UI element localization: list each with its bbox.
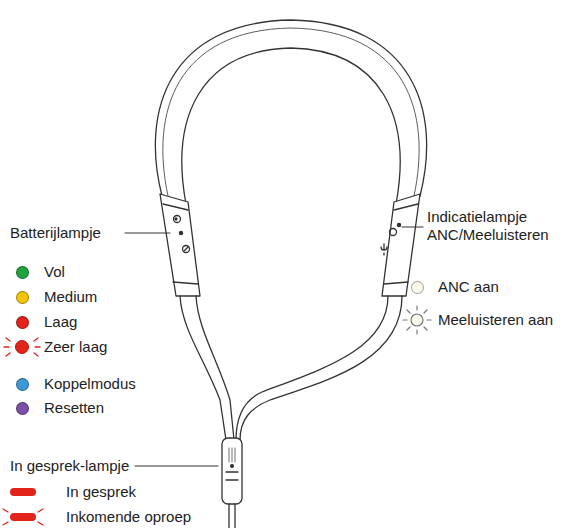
leader-line	[402, 227, 423, 228]
flashing-red-symbol	[4, 338, 40, 356]
legend-swatch	[10, 488, 36, 496]
legend-swatch	[16, 402, 29, 415]
remote-grip	[229, 448, 235, 462]
legend-label: In gesprek	[66, 483, 136, 501]
left-module	[160, 194, 200, 296]
left-seam	[163, 204, 188, 210]
bottom-cable	[229, 504, 235, 528]
legend-swatch	[16, 378, 29, 391]
legend-label: Resetten	[44, 399, 104, 417]
legend-swatch	[411, 281, 424, 294]
part-label: Batterijlampje	[10, 224, 101, 242]
legend-label: Vol	[44, 263, 65, 281]
left-seam	[173, 282, 198, 284]
legend-label: Medium	[44, 288, 97, 306]
legend-label: Inkomende oproep	[66, 508, 191, 526]
battery-light	[179, 231, 182, 234]
button	[174, 216, 181, 223]
part-label: Indicatielampje ANC/Meeluisteren	[427, 208, 567, 244]
flashing-bar-symbol	[3, 509, 43, 525]
remote-control	[222, 438, 242, 504]
button	[390, 229, 397, 236]
legend-label: ANC aan	[438, 278, 499, 296]
neckband-inner	[182, 48, 400, 204]
mic-icon	[381, 244, 387, 255]
right-cable	[236, 296, 388, 440]
remote-seam	[226, 472, 238, 480]
legend-label: Koppelmodus	[44, 375, 136, 393]
neckband-edge	[163, 28, 419, 196]
legend-swatch	[16, 291, 29, 304]
flashing-white-symbol	[403, 306, 431, 334]
right-seam	[384, 282, 408, 284]
right-seam	[394, 204, 418, 210]
legend-label: Zeer laag	[44, 338, 107, 356]
anc-light	[397, 223, 400, 226]
part-label: In gesprek-lampje	[10, 457, 129, 475]
legend-label: Meeluisteren aan	[438, 311, 553, 329]
left-cable	[180, 296, 226, 440]
leader-line	[135, 466, 218, 467]
left-cable	[196, 296, 234, 440]
legend-swatch	[16, 266, 29, 279]
call-light	[231, 465, 234, 468]
legend-swatch	[16, 316, 29, 329]
right-cable	[240, 296, 402, 440]
button-dot	[175, 218, 177, 220]
button-mark	[184, 247, 188, 251]
leader-line	[125, 233, 170, 234]
neckband-outer	[155, 20, 426, 196]
button	[183, 246, 190, 253]
legend-label: Laag	[44, 313, 77, 331]
